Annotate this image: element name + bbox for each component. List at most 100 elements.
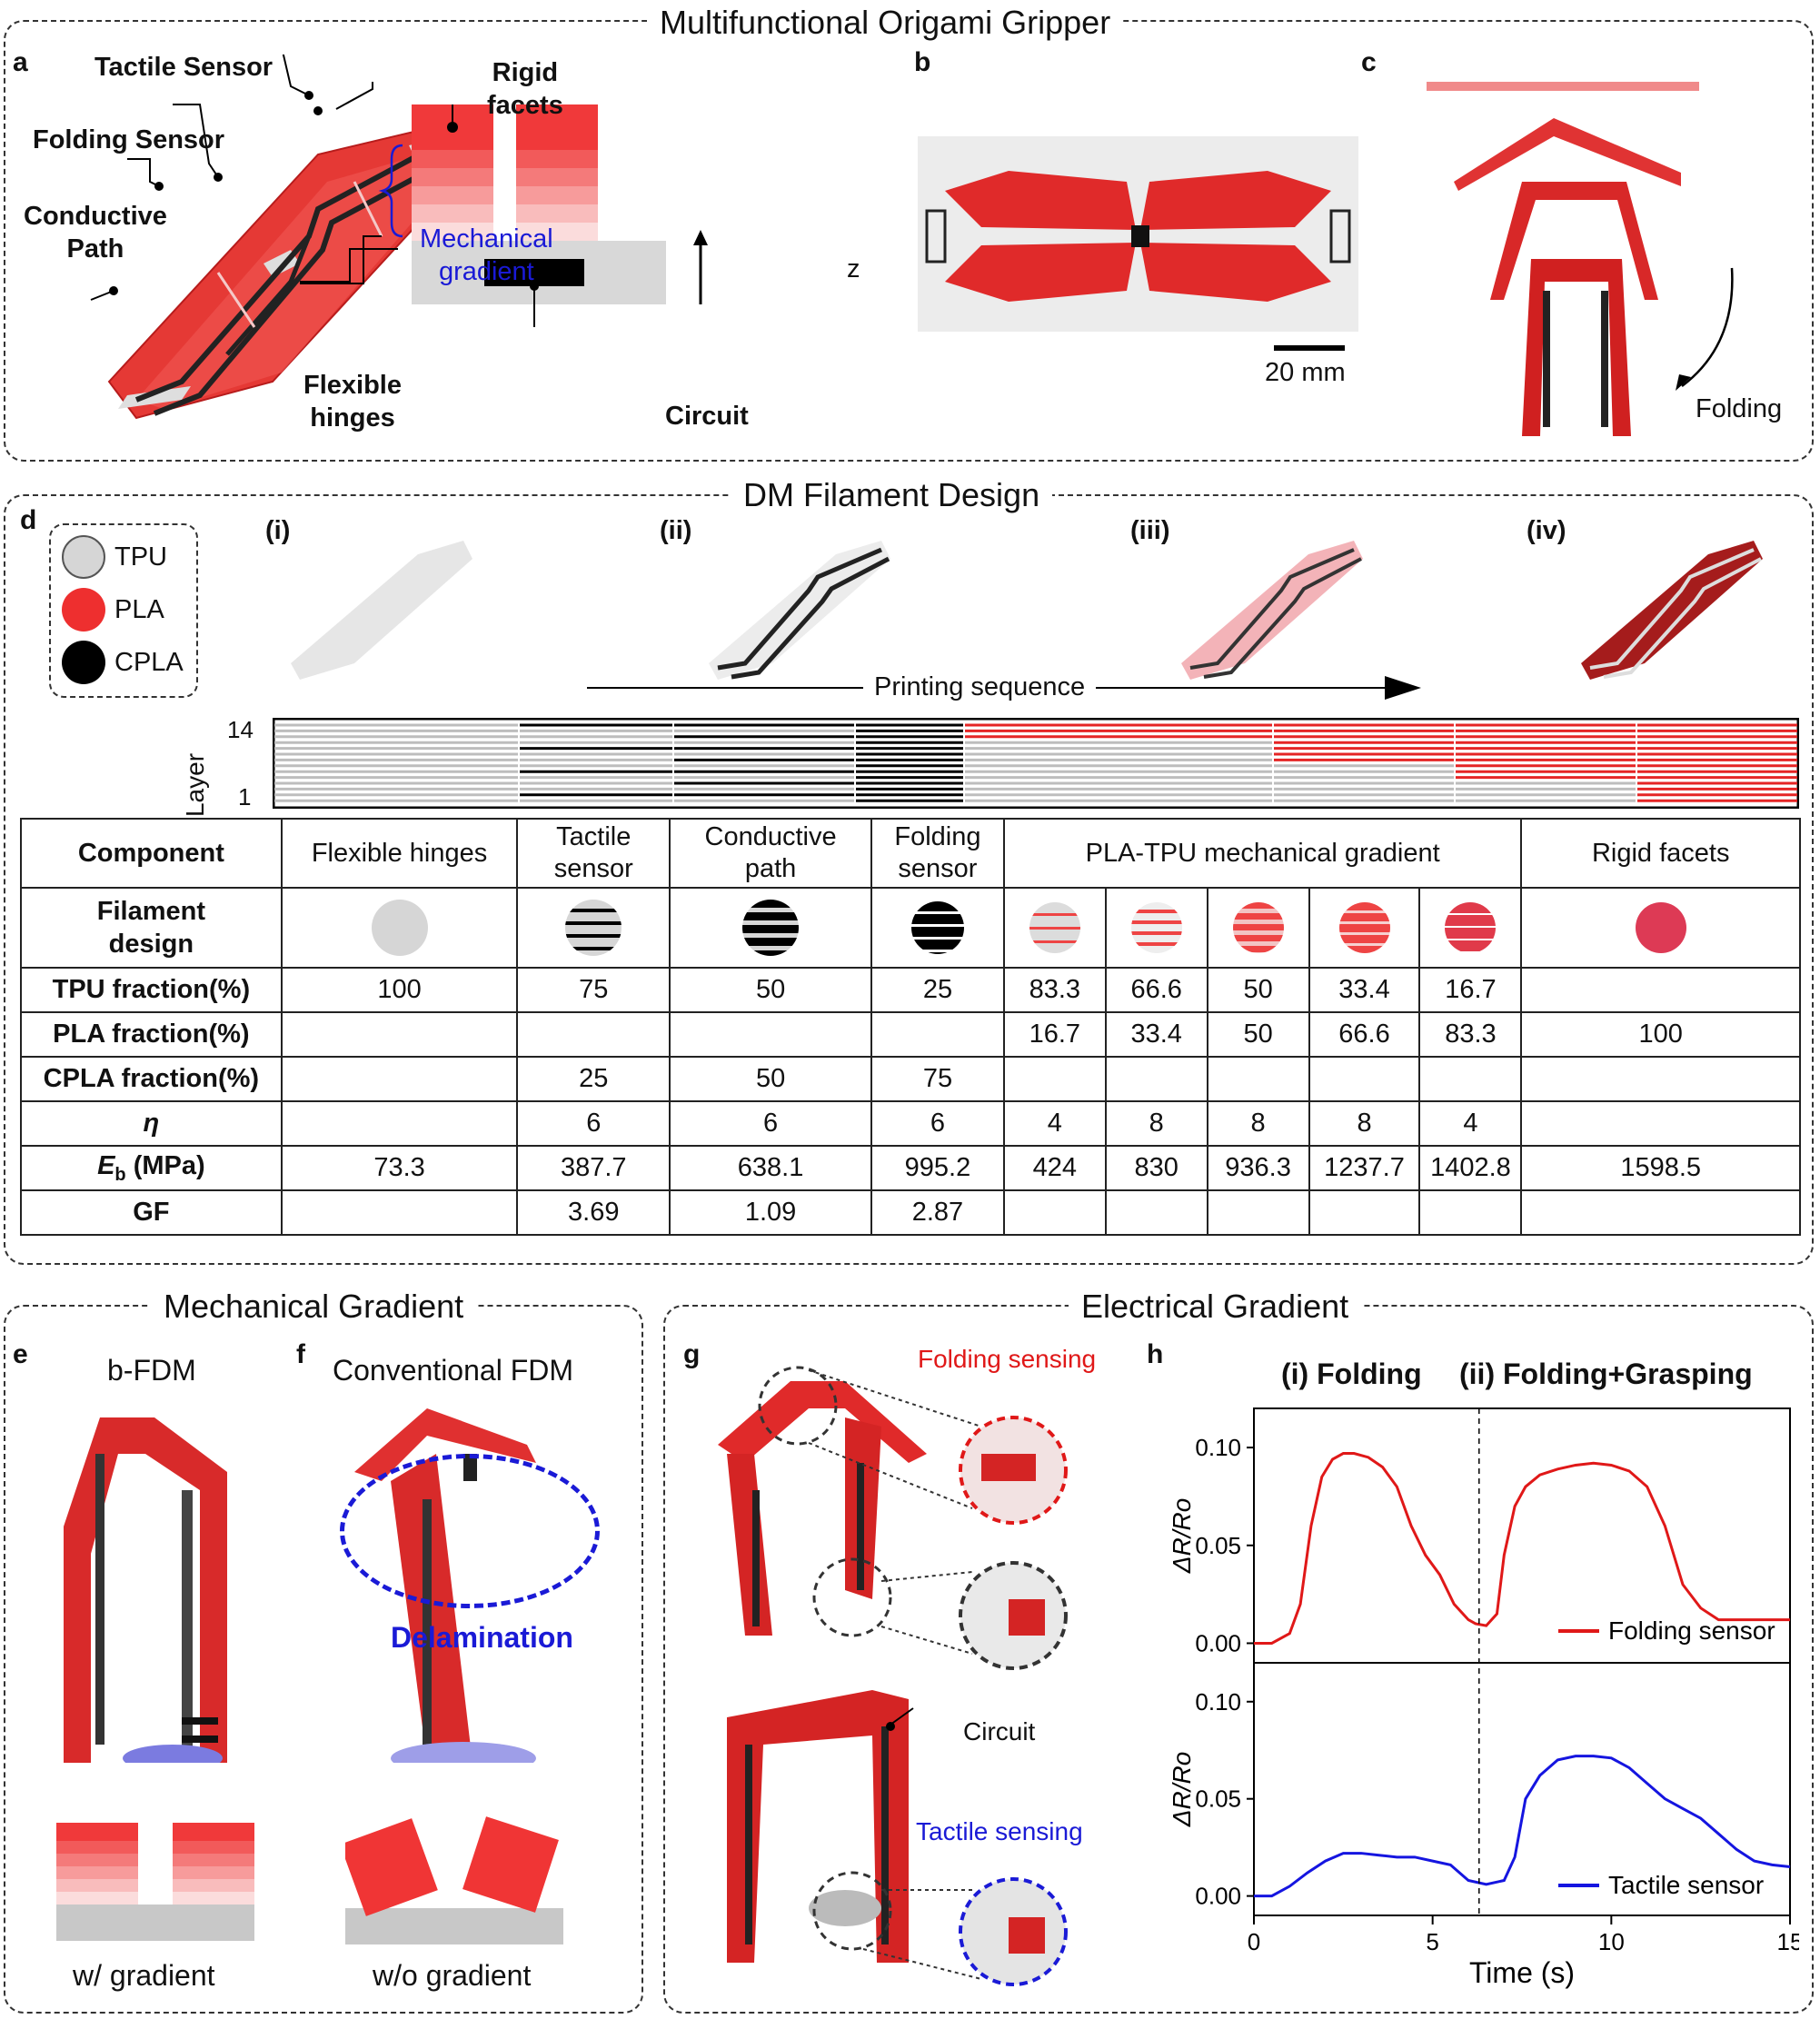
series-line — [1254, 1452, 1790, 1645]
table-cell — [1418, 1056, 1523, 1102]
table-cell: 75 — [870, 1056, 1005, 1102]
table-cell: 1598.5 — [1520, 1145, 1801, 1191]
scale-bar — [1274, 345, 1345, 351]
y-tick-label: 0.10 — [1195, 1688, 1241, 1716]
panel-letter-b: b — [914, 47, 931, 77]
table-cell: 8 — [1308, 1100, 1421, 1147]
filament-folding-sensor — [870, 887, 1005, 969]
layer-bottom-label: 1 — [238, 783, 252, 811]
layer-bar — [273, 718, 1799, 809]
y-tick-label: 0.05 — [1195, 1532, 1241, 1559]
header-folding-sensor: Folding sensor — [870, 818, 1005, 889]
section-title-top: Multifunctional Origami Gripper — [647, 4, 1124, 42]
table-cell — [1418, 1189, 1523, 1236]
legend-tpu-swatch — [62, 535, 105, 579]
table-row-label: GF — [20, 1189, 283, 1236]
legend-pla-label: PLA — [114, 594, 164, 624]
label-circuit-g: Circuit — [963, 1717, 1036, 1745]
table-cell: 936.3 — [1206, 1145, 1310, 1191]
panel-e-title: b-FDM — [107, 1354, 196, 1387]
label-tactile-sensing: Tactile sensing — [916, 1817, 1083, 1845]
table-row-label: η — [20, 1100, 283, 1147]
table-cell: 638.1 — [669, 1145, 872, 1191]
table-cell: 16.7 — [1002, 1011, 1107, 1058]
legend-pla-swatch — [62, 588, 105, 632]
filament-gradient-3 — [1206, 887, 1310, 969]
table-cell — [280, 1189, 519, 1236]
filament-gradient-2 — [1104, 887, 1208, 969]
table-cell: 387.7 — [516, 1145, 671, 1191]
label-folding-sensor: Folding Sensor — [33, 125, 225, 154]
delamination-ellipse — [340, 1454, 600, 1608]
panel-f-diagram — [345, 1816, 563, 1944]
table-cell: 1.09 — [669, 1189, 872, 1236]
legend-cpla-swatch — [62, 641, 105, 684]
y-tick-label: 0.10 — [1195, 1434, 1241, 1461]
label-circuit: Circuit — [665, 402, 749, 431]
table-cell: 100 — [280, 967, 519, 1013]
table-cell: 8 — [1206, 1100, 1310, 1147]
table-cell — [1520, 1100, 1801, 1147]
table-cell — [1206, 1189, 1310, 1236]
legend-label: Tactile sensor — [1608, 1871, 1764, 1899]
table-cell — [870, 1011, 1005, 1058]
table-row-label: TPU fraction(%) — [20, 967, 283, 1013]
printing-sequence-label: Printing sequence — [863, 672, 1097, 702]
label-folding: Folding — [1696, 394, 1783, 423]
panel-c-photo — [1427, 82, 1699, 436]
table-cell — [1104, 1189, 1208, 1236]
table-cell — [280, 1011, 519, 1058]
table-cell: 83.3 — [1418, 1011, 1523, 1058]
x-tick-label: 5 — [1426, 1928, 1438, 1955]
table-cell: 4 — [1418, 1100, 1523, 1147]
table-cell — [280, 1100, 519, 1147]
y-axis-label: ΔR/Ro — [1172, 1498, 1196, 1575]
table-cell: 8 — [1104, 1100, 1208, 1147]
label-z-axis: z — [847, 254, 860, 283]
table-cell: 1402.8 — [1418, 1145, 1523, 1191]
header-conductive-path: Conductive path — [669, 818, 872, 889]
panel-letter-g: g — [683, 1339, 701, 1369]
table-row-label: CPLA fraction(%) — [20, 1056, 283, 1102]
table-cell: 50 — [1206, 1011, 1310, 1058]
section-title-mech: Mechanical Gradient — [151, 1288, 477, 1326]
folding-arrow — [1676, 267, 1734, 391]
header-rigid-facets: Rigid facets — [1520, 818, 1801, 889]
header-component: Component — [20, 818, 283, 889]
filament-tactile-sensor — [516, 887, 671, 969]
table-cell: 424 — [1002, 1145, 1107, 1191]
table-cell — [280, 1056, 519, 1102]
table-cell: 6 — [516, 1100, 671, 1147]
header-flexible-hinges: Flexible hinges — [280, 818, 519, 889]
table-cell: 83.3 — [1002, 967, 1107, 1013]
panel-f-title: Conventional FDM — [333, 1354, 573, 1387]
table-cell: 3.69 — [516, 1189, 671, 1236]
table-cell: 50 — [669, 967, 872, 1013]
x-axis-label: Time (s) — [1469, 1956, 1575, 1989]
table-cell: 6 — [669, 1100, 872, 1147]
table-cell: 1237.7 — [1308, 1145, 1421, 1191]
filament-flexible-hinges — [280, 887, 519, 969]
label-rigid-facets: Rigid facets — [487, 58, 563, 121]
table-cell — [516, 1011, 671, 1058]
y-tick-label: 0.05 — [1195, 1785, 1241, 1813]
panel-h-label-ii: (ii) Folding+Grasping — [1459, 1358, 1753, 1390]
header-pla-tpu-gradient: PLA-TPU mechanical gradient — [1002, 818, 1523, 889]
table-cell: 73.3 — [280, 1145, 519, 1191]
filament-rigid-facets — [1520, 887, 1801, 969]
panel-a-illustration — [90, 55, 708, 420]
table-cell — [1002, 1189, 1107, 1236]
panel-e-diagram — [56, 1823, 254, 1941]
filament-gradient-5 — [1418, 887, 1523, 969]
legend-box — [49, 523, 198, 698]
y-tick-label: 0.00 — [1195, 1883, 1241, 1910]
step-ii-label: (ii) — [660, 516, 692, 545]
table-row-label: Eb (MPa) — [20, 1145, 283, 1191]
legend-tpu-label: TPU — [114, 542, 167, 572]
